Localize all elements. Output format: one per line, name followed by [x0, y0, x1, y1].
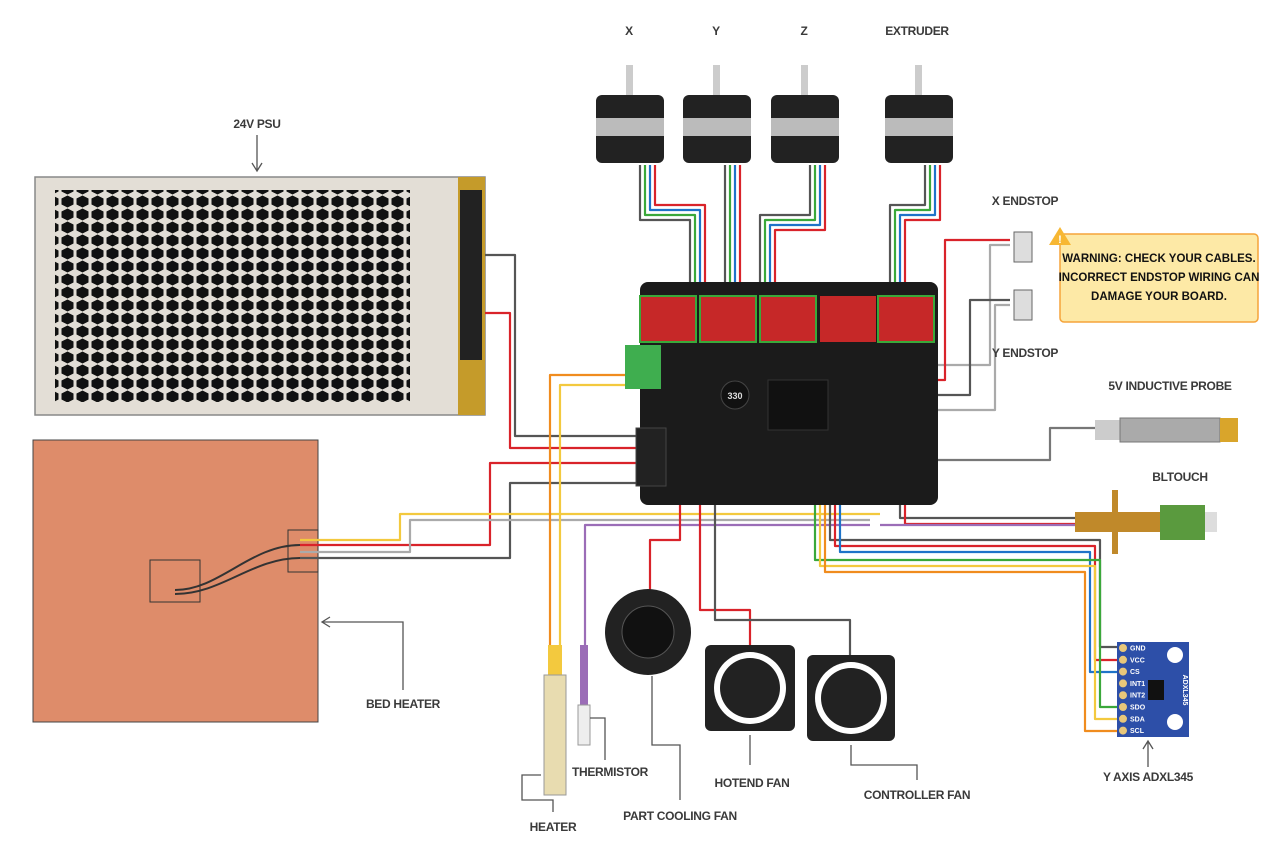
bed-arrow: [320, 616, 404, 690]
controller-fan-arrow: [850, 745, 918, 780]
adxl-pin-sdo: [1119, 703, 1127, 711]
motor-z-label: Z: [800, 24, 807, 38]
adxl-pin-sda: [1119, 714, 1127, 723]
bed-heater: [32, 439, 319, 723]
inductor-label: 330: [727, 391, 742, 401]
warning-box: ! WARNING: CHECK YOUR CABLES. INCORRECT …: [1049, 227, 1260, 323]
warning-line-2: INCORRECT ENDSTOP WIRING CAN: [1059, 272, 1260, 284]
psu-arrow: [251, 135, 263, 173]
adxl-pin-int1: [1119, 679, 1127, 688]
part-fan-arrow: [651, 676, 681, 800]
motor-x-label: X: [625, 24, 633, 38]
motor-extruder-label: EXTRUDER: [885, 24, 949, 38]
adxl-pin-label: GND: [1130, 646, 1146, 653]
adxl-pin-scl: [1119, 726, 1127, 735]
psu-label: 24V PSU: [233, 117, 280, 131]
x-endstop: [1013, 231, 1033, 263]
motor-extruder: [885, 65, 953, 163]
motor-y-label: Y: [712, 24, 720, 38]
warning-line-3: DAMAGE YOUR BOARD.: [1091, 291, 1227, 303]
bltouch: [1075, 490, 1217, 554]
heater-label: HEATER: [530, 820, 577, 834]
adxl-pin-label: SDA: [1130, 716, 1145, 723]
wires: [300, 165, 1118, 733]
bltouch-label: BLTOUCH: [1152, 470, 1207, 484]
adxl-pin-label: VCC: [1130, 657, 1145, 664]
adxl-pin-label: SDO: [1130, 705, 1146, 712]
hotend-heater: [543, 645, 567, 796]
adxl-pin-int2: [1119, 691, 1127, 700]
bed-heater-label: BED HEATER: [366, 697, 441, 711]
motor-x: [596, 65, 664, 163]
motor-y: [683, 65, 751, 163]
psu: [34, 176, 486, 416]
adxl-pin-gnd: [1119, 644, 1127, 652]
y-endstop: [1013, 289, 1033, 321]
heater-arrow: [521, 774, 554, 812]
hotend-fan-label: HOTEND FAN: [714, 776, 789, 790]
controller-fan-label: CONTROLLER FAN: [864, 788, 970, 802]
adxl-label: Y AXIS ADXL345: [1103, 770, 1194, 784]
adxl-chip-text: ADXL345: [1181, 675, 1188, 706]
adxl-pin-label: SCL: [1130, 728, 1145, 735]
motor-z: [771, 65, 839, 163]
adxl-arrow: [1142, 739, 1154, 767]
thermistor-arrow: [590, 717, 606, 760]
thermistor: [577, 645, 591, 746]
warning-line-1: WARNING: CHECK YOUR CABLES.: [1062, 253, 1255, 265]
bed-thermistor-pad: [149, 559, 201, 603]
probe-label: 5V INDUCTIVE PROBE: [1108, 379, 1232, 393]
adxl-pin-label: INT2: [1130, 693, 1145, 700]
part-cooling-fan: [605, 589, 691, 675]
controller-fan: [807, 655, 895, 741]
inductive-probe: [1095, 417, 1238, 443]
thermistor-label: THERMISTOR: [572, 765, 649, 779]
hotend-fan: [705, 645, 795, 731]
part-cooling-fan-label: PART COOLING FAN: [623, 809, 737, 823]
adxl-pin-vcc: [1119, 655, 1127, 664]
adxl-pin-cs: [1119, 667, 1127, 676]
psu-terminal-block: [460, 190, 482, 360]
adxl-pin-label: CS: [1130, 669, 1140, 676]
warning-triangle-icon: !: [1049, 227, 1071, 246]
x-endstop-label: X ENDSTOP: [992, 194, 1059, 208]
controller-board: 330: [625, 282, 938, 505]
svg-text:!: !: [1058, 234, 1062, 246]
adxl-pin-label: INT1: [1130, 681, 1145, 688]
y-endstop-label: Y ENDSTOP: [992, 346, 1059, 360]
